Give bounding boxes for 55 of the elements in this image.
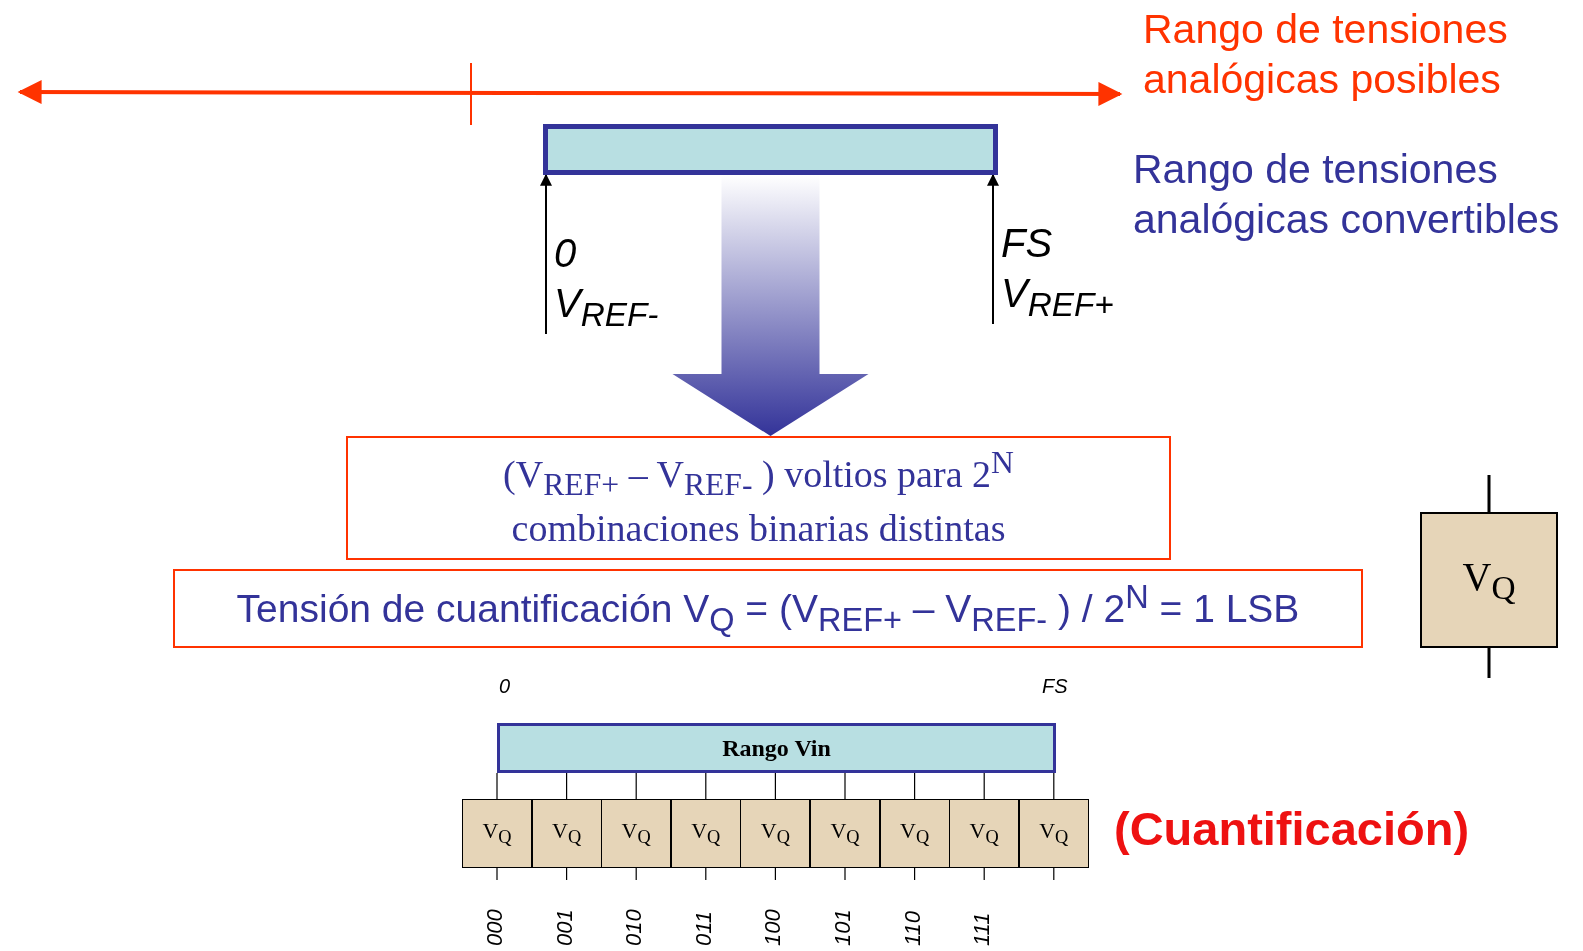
quantization-step-box <box>670 799 741 868</box>
vq-symbol: V$_{Q}$ <box>969 817 999 850</box>
formula-text: Tensión de cuantificación V$_{Q}$ = (V$_{REF+}$ – V$_{REF-}$ ) / 2$^{N}$ = 1 LSB <box>236 577 1300 640</box>
quantization-step-box <box>740 799 811 868</box>
vq-symbol: V$_{Q}$ <box>1039 817 1069 850</box>
binary-code: 100 <box>760 909 787 946</box>
vq-symbol: V$_{Q}$ <box>900 817 930 850</box>
binary-code: 101 <box>830 909 856 946</box>
reference-label: V$_{REF-}$ <box>554 280 659 336</box>
connector-line <box>983 772 985 800</box>
connector-line <box>566 772 568 800</box>
connector-line <box>914 772 916 800</box>
binary-code: 011 <box>690 910 717 946</box>
connector-line <box>705 772 707 800</box>
quantization-step-box <box>462 799 532 868</box>
range-bar <box>497 723 1056 773</box>
connector-line <box>844 772 846 800</box>
connector-line <box>774 772 776 800</box>
binary-code: 111 <box>969 912 996 946</box>
vq-symbol: V$_{Q}$ <box>621 817 651 850</box>
quantization-step-box <box>879 799 950 868</box>
range-caption: Rango de tensiones analógicas posibles <box>1143 5 1509 104</box>
vq-symbol: V$_{Q}$ <box>552 817 582 850</box>
formula-text: (V$_{REF+}$ – V$_{REF-}$ ) voltios para 2$^{N}$ combinaciones binarias distintas <box>502 444 1015 552</box>
quantization-step-box <box>810 799 880 868</box>
connector-line <box>1053 772 1055 800</box>
vq-symbol: V$_{Q}$ <box>482 817 512 850</box>
connector-line <box>496 772 498 800</box>
binary-code: 001 <box>551 909 578 946</box>
formula-box <box>173 569 1363 648</box>
binary-code: 110 <box>899 910 926 946</box>
scale-label: FS <box>1042 674 1068 699</box>
reference-label: FS <box>1001 220 1053 268</box>
range-caption: Rango de tensiones analógicas convertibles <box>1133 145 1561 244</box>
reference-label: 0 <box>554 230 577 278</box>
process-label: (Cuantificación) <box>1114 801 1470 857</box>
scale-label: 0 <box>499 674 511 699</box>
range-label: Rango Vin <box>722 734 831 763</box>
quantization-step-box <box>601 799 672 868</box>
vq-symbol: V$_{Q}$ <box>691 817 721 850</box>
vq-symbol: V$_{Q}$ <box>1462 552 1516 608</box>
quantization-step-box <box>531 799 602 868</box>
quantization-step-box <box>949 799 1020 868</box>
connector-line <box>635 772 637 800</box>
range-bar <box>543 124 998 175</box>
vq-symbol: V$_{Q}$ <box>760 817 790 850</box>
binary-code: 000 <box>482 909 508 946</box>
quantization-step-box <box>1018 799 1089 868</box>
vq-symbol: V$_{Q}$ <box>830 817 860 850</box>
quantization-step-box <box>1420 512 1558 648</box>
arrow <box>987 173 999 325</box>
formula-box <box>346 436 1171 560</box>
binary-code: 010 <box>621 909 648 946</box>
reference-label: V$_{REF+}$ <box>1001 270 1114 326</box>
arrow <box>540 173 552 335</box>
